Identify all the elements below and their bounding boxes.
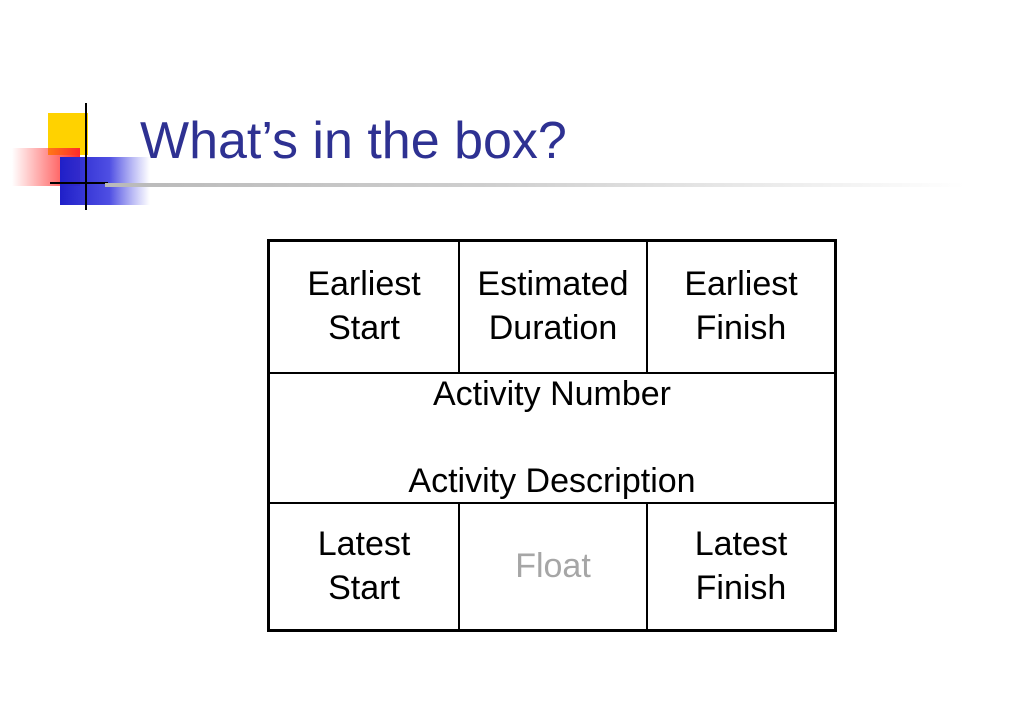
bottom-row: Latest Start Float Latest Finish [270,504,834,629]
earliest-start-cell: Earliest Start [307,265,421,347]
title-underline [105,183,965,187]
top-row: Earliest Start Estimated Duration Earlie… [270,242,834,374]
title-decoration-graphic [12,103,150,210]
latest-finish-cell: Latest Finish [646,504,834,629]
blue-bar [60,157,150,205]
activity-number-label: Activity Number [432,374,672,413]
activity-node-box: Earliest Start Estimated Duration Earlie… [267,239,837,632]
activity-description-label: Activity Description [408,461,696,500]
earliest-finish-cell: Earliest Finish [646,242,834,372]
float-cell: Float [458,504,646,629]
activity-info-text: Activity Number Activity Description [408,329,695,547]
middle-row: Activity Number Activity Description [270,374,834,504]
latest-start-cell: Latest Start [317,524,411,607]
activity-info-cell: Activity Number Activity Description [270,374,834,502]
slide-title: What’s in the box? [140,112,567,170]
estimated-duration-cell: Estimated Duration [458,242,646,372]
